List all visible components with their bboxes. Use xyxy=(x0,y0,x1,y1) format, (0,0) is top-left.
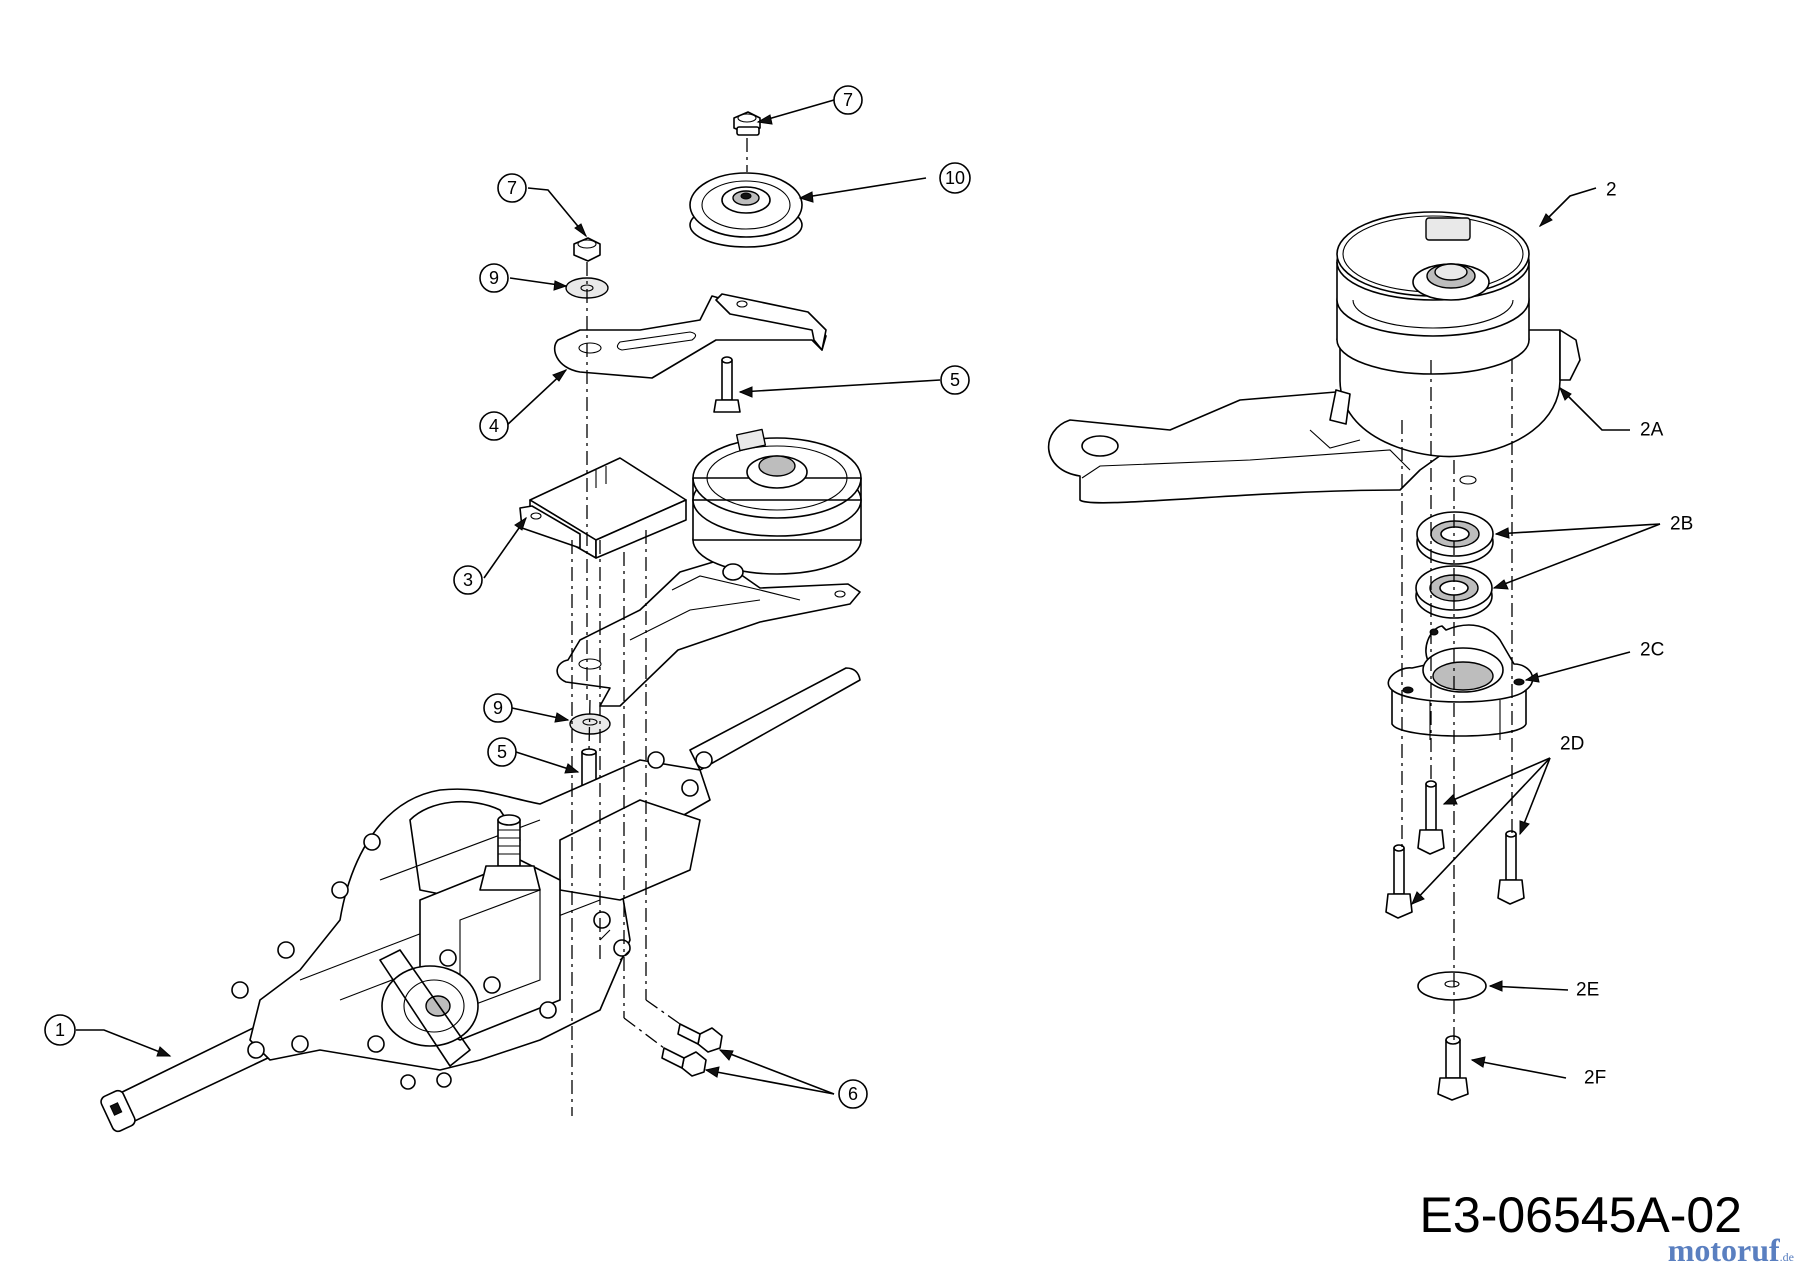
callout-10: 10 xyxy=(939,162,971,194)
svg-text:5: 5 xyxy=(950,370,960,390)
callout-7-top: 7 xyxy=(833,85,863,115)
bracket-3 xyxy=(519,457,687,559)
label-2F: 2F xyxy=(1584,1068,1606,1089)
svg-text:6: 6 xyxy=(848,1084,858,1104)
bolt-2D-2 xyxy=(1385,844,1413,919)
label-2B: 2B xyxy=(1670,514,1693,535)
svg-text:7: 7 xyxy=(507,178,517,198)
label-2E: 2E xyxy=(1576,980,1599,1001)
callout-1: 1 xyxy=(44,1014,76,1046)
svg-text:4: 4 xyxy=(489,416,499,436)
watermark-logo: motoruf.de xyxy=(1668,1232,1794,1269)
bolt-2D-3 xyxy=(1497,830,1525,905)
clutch-pulley-assembly-2 xyxy=(1047,211,1581,504)
watermark-suffix: .de xyxy=(1779,1250,1794,1264)
washer-2E xyxy=(1417,971,1487,1001)
idler-arm-4 xyxy=(553,293,827,379)
svg-text:7: 7 xyxy=(843,90,853,110)
svg-text:10: 10 xyxy=(945,168,965,188)
callout-9-upper: 9 xyxy=(479,263,509,293)
label-2D: 2D xyxy=(1560,734,1584,755)
callout-7-left: 7 xyxy=(497,173,527,203)
svg-text:1: 1 xyxy=(55,1020,65,1040)
callout-9-lower: 9 xyxy=(483,693,513,723)
drawing-number: E3-06545A-02 xyxy=(1419,1187,1742,1243)
svg-text:3: 3 xyxy=(463,570,473,590)
bolt-2D-1 xyxy=(1417,780,1445,855)
hub-2C xyxy=(1387,624,1534,740)
svg-text:9: 9 xyxy=(493,698,503,718)
callout-3: 3 xyxy=(453,565,483,595)
bolt-2F xyxy=(1437,1035,1469,1101)
idler-pulley-10 xyxy=(689,172,803,248)
label-2C: 2C xyxy=(1640,640,1664,661)
label-2: 2 xyxy=(1606,180,1617,201)
label-2A: 2A xyxy=(1640,420,1664,441)
svg-text:9: 9 xyxy=(489,268,499,288)
washer-9-upper xyxy=(565,277,609,299)
idler-pulley-assembly xyxy=(556,428,862,707)
callout-5-upper: 5 xyxy=(940,365,970,395)
bolt-5-upper xyxy=(713,356,741,413)
bolts-6 xyxy=(661,1023,723,1077)
callout-5-lower: 5 xyxy=(487,737,517,767)
nut-7-top xyxy=(733,111,761,136)
callout-4: 4 xyxy=(479,411,509,441)
leader-lines xyxy=(76,99,1661,1095)
watermark-brand: motoruf xyxy=(1667,1232,1780,1268)
svg-text:5: 5 xyxy=(497,742,507,762)
bearing-2B-upper xyxy=(1416,511,1494,565)
nut-7-left xyxy=(573,237,601,262)
callout-6: 6 xyxy=(838,1079,868,1109)
transaxle-1 xyxy=(231,751,713,1090)
